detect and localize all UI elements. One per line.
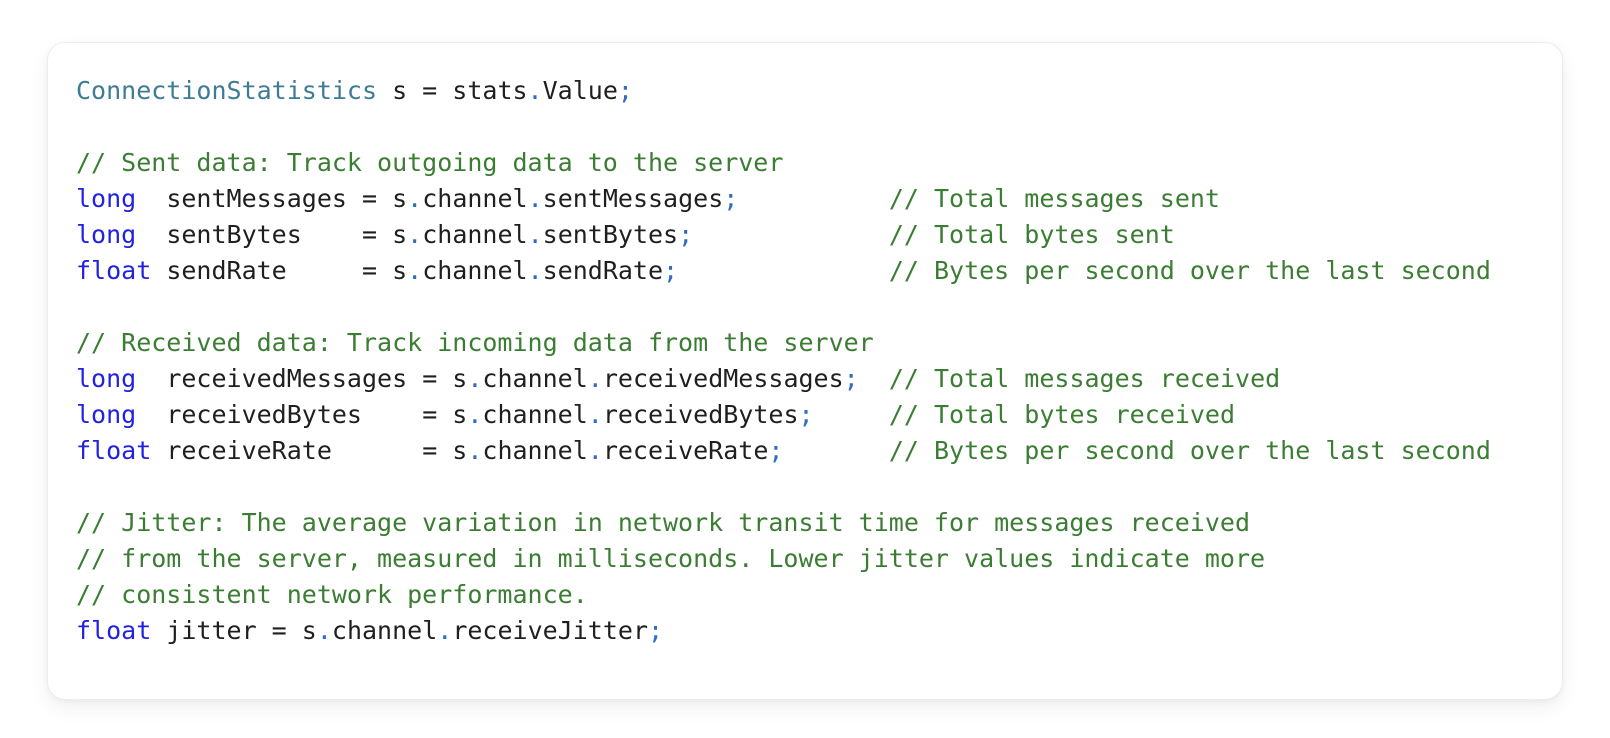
code-token-punct: ; xyxy=(648,616,664,645)
code-token-punct: . xyxy=(587,400,603,429)
code-token-plain: jitter = s xyxy=(151,616,317,645)
code-line: long sentBytes = s.channel.sentBytes; //… xyxy=(76,217,1534,253)
code-token-plain: sentBytes xyxy=(542,220,679,249)
code-token-punct: . xyxy=(437,616,453,645)
code-token-plain xyxy=(859,364,889,393)
code-line: // Jitter: The average variation in netw… xyxy=(76,505,1534,541)
code-token-plain: receivedBytes = s xyxy=(136,400,468,429)
code-token-comment: // Sent data: Track outgoing data to the… xyxy=(76,148,784,177)
code-token-plain: Value xyxy=(542,76,618,105)
code-token-punct: ; xyxy=(798,400,814,429)
code-token-comment: // Jitter: The average variation in netw… xyxy=(76,508,1250,537)
code-token-punct: . xyxy=(407,256,423,285)
code-token-punct: . xyxy=(316,616,332,645)
code-line: float jitter = s.channel.receiveJitter; xyxy=(76,613,1534,649)
code-line: // consistent network performance. xyxy=(76,577,1534,613)
code-line: long receivedMessages = s.channel.receiv… xyxy=(76,361,1534,397)
code-token-punct: . xyxy=(467,436,483,465)
code-token-plain: channel xyxy=(482,400,588,429)
code-token-plain: receivedMessages xyxy=(602,364,844,393)
code-token-plain: channel xyxy=(422,184,528,213)
code-token-punct: . xyxy=(527,76,543,105)
code-token-keyword: long xyxy=(76,184,137,213)
code-token-plain xyxy=(738,184,889,213)
code-line: float sendRate = s.channel.sendRate; // … xyxy=(76,253,1534,289)
code-token-plain: sentMessages = s xyxy=(136,184,408,213)
code-line xyxy=(76,109,1534,145)
code-token-plain: receivedBytes xyxy=(602,400,799,429)
code-token-plain: channel xyxy=(422,256,528,285)
code-token-punct: ; xyxy=(843,364,859,393)
code-token-plain: channel xyxy=(482,364,588,393)
code-token-punct: . xyxy=(467,364,483,393)
code-token-keyword: long xyxy=(76,400,137,429)
code-line xyxy=(76,289,1534,325)
code-token-type: ConnectionStatistics xyxy=(76,76,378,105)
code-token-keyword: float xyxy=(76,436,152,465)
code-token-plain: sendRate = s xyxy=(151,256,408,285)
code-line: // from the server, measured in millisec… xyxy=(76,541,1534,577)
code-token-punct: ; xyxy=(663,256,679,285)
code-token-punct: . xyxy=(587,436,603,465)
code-token-plain: sentBytes = s xyxy=(136,220,408,249)
code-token-plain: channel xyxy=(482,436,588,465)
code-token-plain: receiveJitter xyxy=(452,616,648,645)
code-token-plain: receivedMessages = s xyxy=(136,364,468,393)
code-token-plain: receiveRate = s xyxy=(151,436,468,465)
code-token-plain: s = stats xyxy=(377,76,528,105)
code-token-punct: ; xyxy=(617,76,633,105)
code-token-plain xyxy=(783,436,888,465)
code-line: ConnectionStatistics s = stats.Value; xyxy=(76,73,1534,109)
code-token-punct: . xyxy=(407,220,423,249)
code-token-comment: // from the server, measured in millisec… xyxy=(76,544,1266,573)
code-card: ConnectionStatistics s = stats.Value; //… xyxy=(47,42,1563,700)
code-token-punct: ; xyxy=(768,436,784,465)
code-token-punct: . xyxy=(407,184,423,213)
code-token-punct: . xyxy=(527,256,543,285)
code-token-plain: sentMessages xyxy=(542,184,724,213)
code-line: long sentMessages = s.channel.sentMessag… xyxy=(76,181,1534,217)
code-token-punct: . xyxy=(587,364,603,393)
code-token-plain xyxy=(678,256,889,285)
code-token-plain xyxy=(693,220,889,249)
code-token-keyword: long xyxy=(76,220,137,249)
code-token-comment: // Total bytes received xyxy=(888,400,1236,429)
code-token-punct: . xyxy=(527,220,543,249)
code-token-punct: ; xyxy=(723,184,739,213)
code-token-keyword: float xyxy=(76,616,152,645)
code-token-comment: // Bytes per second over the last second xyxy=(888,256,1491,285)
code-token-punct: . xyxy=(467,400,483,429)
code-line: // Sent data: Track outgoing data to the… xyxy=(76,145,1534,181)
code-line xyxy=(76,469,1534,505)
code-token-plain: receiveRate xyxy=(602,436,769,465)
code-token-comment: // consistent network performance. xyxy=(76,580,588,609)
code-token-plain: channel xyxy=(422,220,528,249)
code-token-keyword: long xyxy=(76,364,137,393)
code-token-plain xyxy=(814,400,889,429)
code-token-punct: ; xyxy=(678,220,694,249)
code-token-punct: . xyxy=(527,184,543,213)
code-token-comment: // Total messages received xyxy=(888,364,1281,393)
code-line: float receiveRate = s.channel.receiveRat… xyxy=(76,433,1534,469)
code-token-comment: // Total messages sent xyxy=(888,184,1220,213)
code-token-comment: // Total bytes sent xyxy=(888,220,1175,249)
code-line: long receivedBytes = s.channel.receivedB… xyxy=(76,397,1534,433)
code-token-comment: // Received data: Track incoming data fr… xyxy=(76,328,874,357)
code-token-keyword: float xyxy=(76,256,152,285)
code-line: // Received data: Track incoming data fr… xyxy=(76,325,1534,361)
code-token-plain: channel xyxy=(331,616,438,645)
code-token-comment: // Bytes per second over the last second xyxy=(888,436,1491,465)
code-token-plain: sendRate xyxy=(542,256,664,285)
code-block: ConnectionStatistics s = stats.Value; //… xyxy=(76,73,1534,649)
